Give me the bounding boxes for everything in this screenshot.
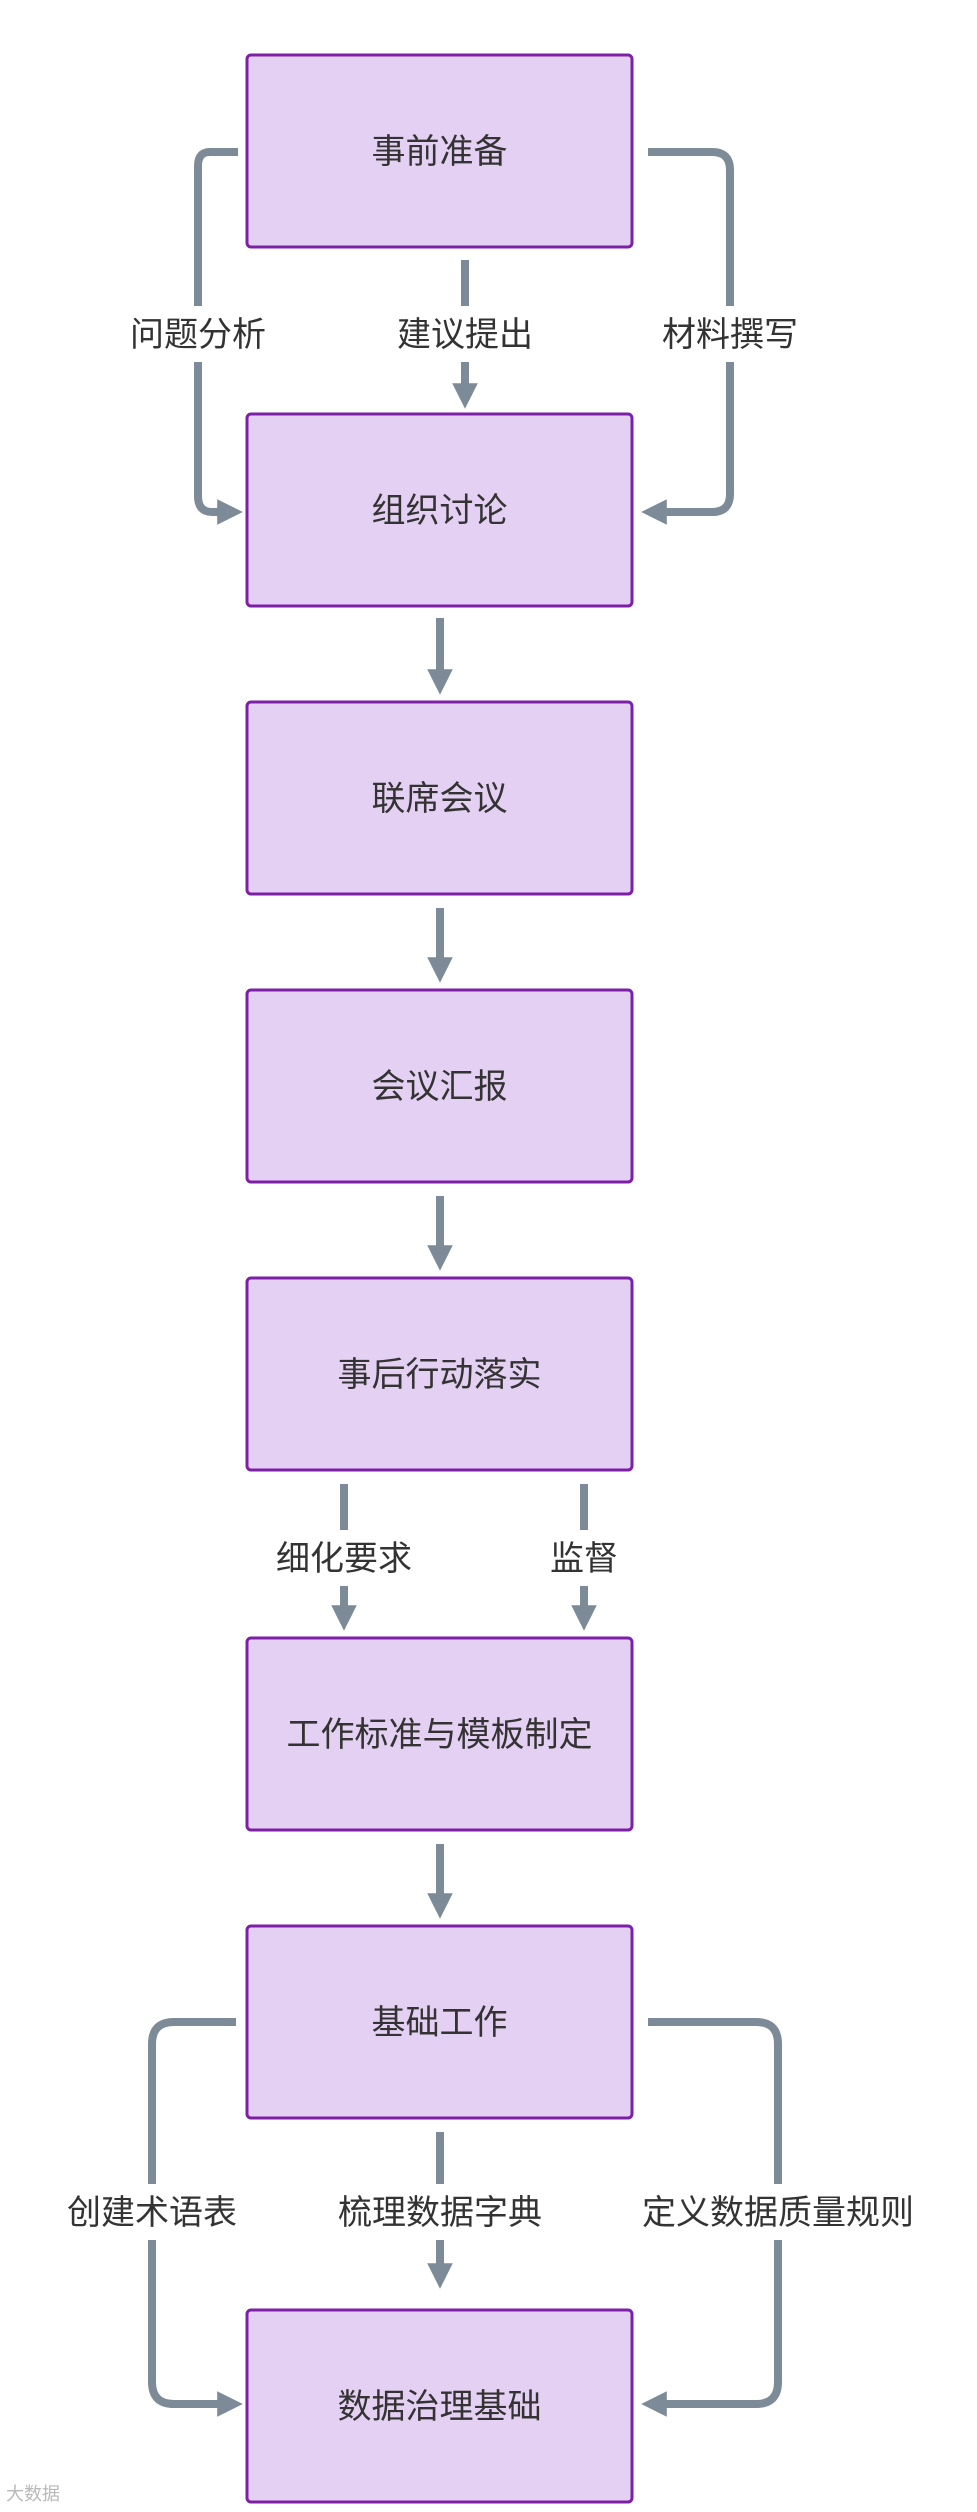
label-bg-create-glossary xyxy=(52,2184,252,2240)
node-joint-meeting-label: 联席会议 xyxy=(372,779,508,819)
node-governance-base-label: 数据治理基础 xyxy=(338,2387,542,2427)
node-report-box xyxy=(245,988,634,1184)
node-joint-meeting-box xyxy=(245,700,634,896)
label-suggestions: 建议提出 xyxy=(397,315,533,355)
node-standards: 工作标准与模板制定 xyxy=(245,1636,634,1832)
node-governance-base-box xyxy=(245,2308,634,2504)
node-action: 事后行动落实 xyxy=(245,1276,634,1472)
node-standards-box xyxy=(245,1636,634,1832)
label-bg-sort-data-dictionary xyxy=(322,2184,558,2240)
label-problem-analysis: 问题分析 xyxy=(130,315,266,355)
node-basic-work: 基础工作 xyxy=(245,1924,634,2120)
node-standards-label: 工作标准与模板制定 xyxy=(287,1715,593,1755)
label-bg-define-quality-rules xyxy=(628,2184,928,2240)
label-sort-data-dictionary: 梳理数据字典 xyxy=(338,2193,542,2233)
node-report-label: 会议汇报 xyxy=(372,1067,508,1107)
nodes: 事前准备 组织讨论 联席会议 会议汇报 事后行动落实 工作标准与模板制定 基础工… xyxy=(245,53,634,2504)
label-bg-supervision xyxy=(534,1530,634,1586)
label-supervision: 监督 xyxy=(550,1539,618,1579)
label-bg-suggestions xyxy=(382,306,548,362)
label-material-writing: 材料撰写 xyxy=(662,315,798,355)
node-prep: 事前准备 xyxy=(245,53,634,249)
node-basic-work-label: 基础工作 xyxy=(372,2003,508,2043)
node-action-label: 事后行动落实 xyxy=(338,1355,542,1395)
node-governance-base: 数据治理基础 xyxy=(245,2308,634,2504)
label-create-glossary: 创建术语表 xyxy=(67,2193,237,2233)
label-bg-material-writing xyxy=(648,306,814,362)
node-prep-label: 事前准备 xyxy=(372,132,508,172)
node-joint-meeting: 联席会议 xyxy=(245,700,634,896)
watermark: 大数据 xyxy=(6,2484,60,2505)
label-bg-problem-analysis xyxy=(118,306,278,362)
edge-labels: 问题分析 建议提出 材料撰写 细化要求 监督 创建术语表 梳理数据字典 定义数据… xyxy=(52,306,928,2240)
node-discuss: 组织讨论 xyxy=(245,412,634,608)
node-basic-work-box xyxy=(245,1924,634,2120)
node-prep-box xyxy=(245,53,634,249)
label-bg-refine-requirements xyxy=(262,1530,428,1586)
label-refine-requirements: 细化要求 xyxy=(276,1539,412,1579)
label-define-quality-rules: 定义数据质量规则 xyxy=(642,2193,914,2233)
node-discuss-box xyxy=(245,412,634,608)
node-action-box xyxy=(245,1276,634,1472)
node-discuss-label: 组织讨论 xyxy=(372,491,508,531)
node-report: 会议汇报 xyxy=(245,988,634,1184)
